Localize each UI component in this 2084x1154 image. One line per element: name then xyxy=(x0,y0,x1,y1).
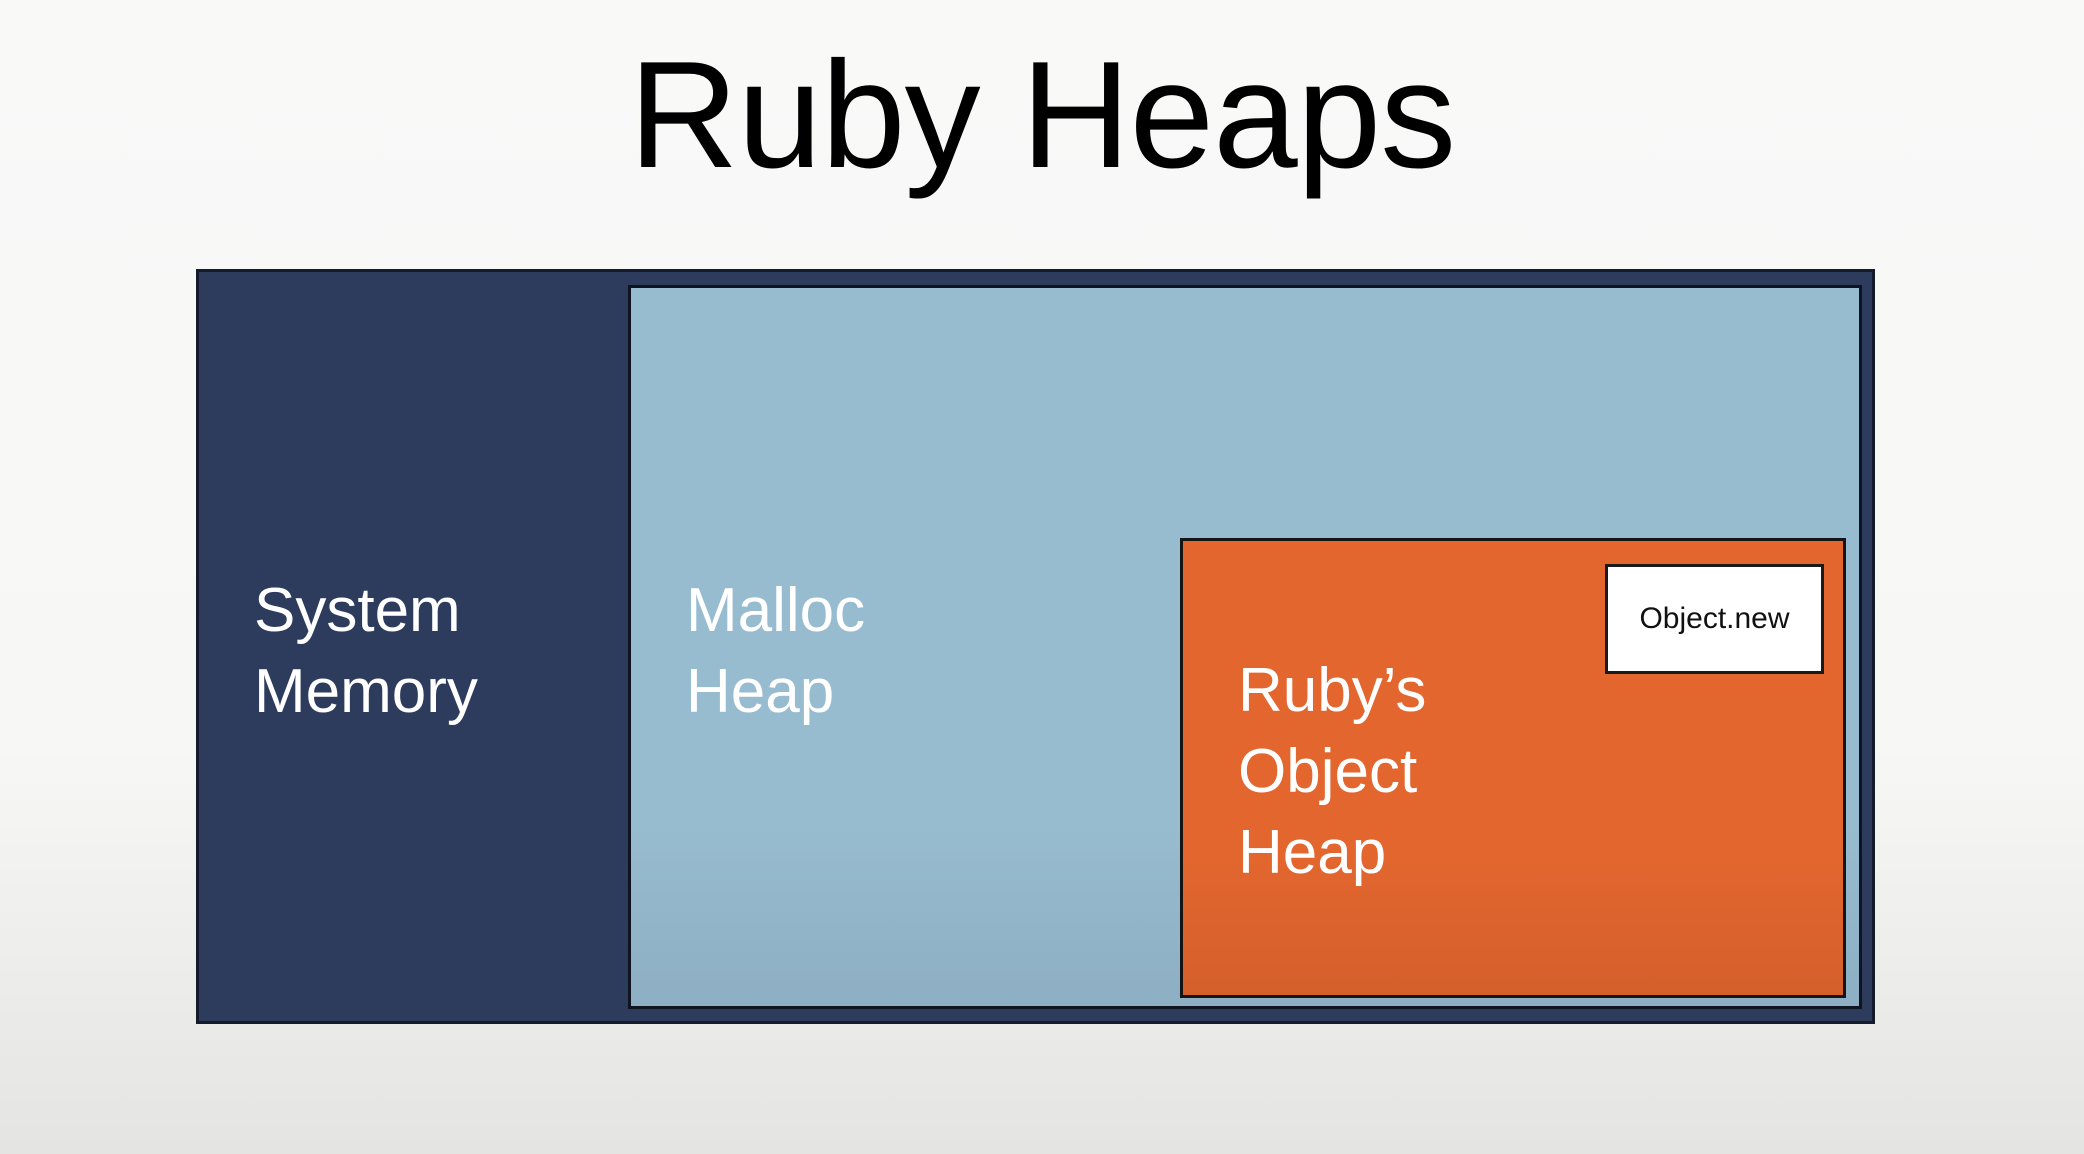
slide-title: Ruby Heaps xyxy=(628,30,1456,200)
ruby-object-heap-label-line: Heap xyxy=(1238,818,1387,887)
ruby-object-heap-label-line: Object xyxy=(1238,737,1418,806)
object-new-box: Object.new xyxy=(1605,564,1824,674)
ruby-object-heap-label-line: Ruby’s xyxy=(1238,656,1427,725)
malloc-heap-label-line: Malloc xyxy=(686,576,866,645)
system-memory-label-line: Memory xyxy=(254,657,478,726)
system-memory-label-line: System xyxy=(254,576,461,645)
malloc-heap-label-line: Heap xyxy=(686,657,835,726)
ruby-object-heap-label: Ruby’s Object Heap xyxy=(1238,650,1426,893)
system-memory-label: System Memory xyxy=(254,570,478,732)
malloc-heap-label: Malloc Heap xyxy=(686,570,865,732)
object-new-label: Object.new xyxy=(1639,602,1790,635)
